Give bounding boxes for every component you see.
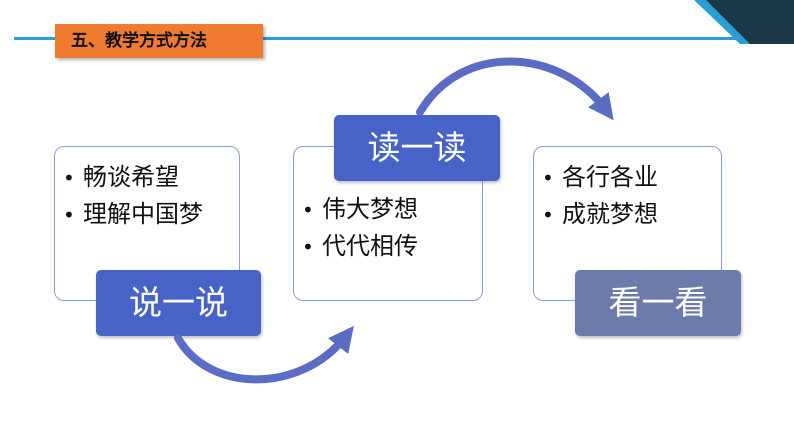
step-1-bullet-2: •理解中国梦 [63,200,203,228]
step-2-bullet-1: •伟大梦想 [302,195,418,223]
step-1-bullet-1: •畅谈希望 [63,163,179,191]
step-3-bullet-2: •成就梦想 [542,200,658,228]
step-2-bullet-2: •代代相传 [302,232,418,260]
header-line [14,37,784,40]
arrow-step2-to-step3 [416,57,614,121]
section-title: 五、教学方式方法 [55,24,263,58]
step-3-bullet-1: •各行各业 [542,163,658,191]
step-tag-read: 读一读 [334,115,500,181]
corner-decoration [694,0,794,44]
arrow-step1-to-step2 [174,325,354,384]
step-tag-say: 说一说 [96,270,261,336]
step-tag-watch: 看一看 [575,270,741,336]
